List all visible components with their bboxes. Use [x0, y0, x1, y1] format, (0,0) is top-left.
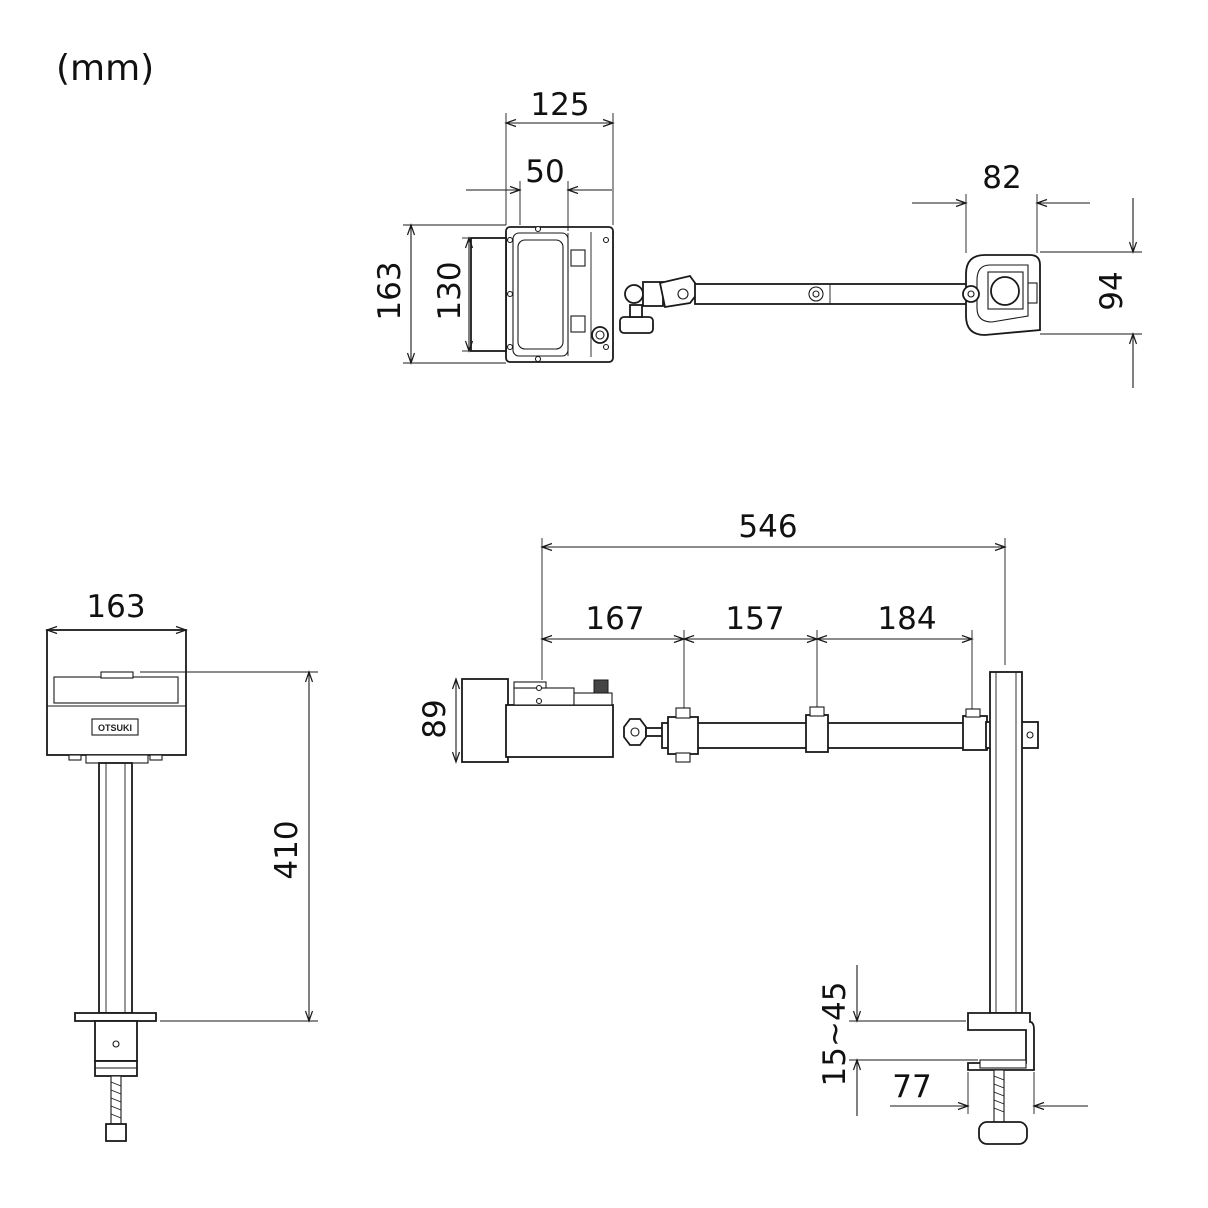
- screw-icon: [506, 343, 514, 351]
- top-view: 125 50 163 130 82 94: [372, 87, 1142, 388]
- pole-section-icon: [990, 276, 1020, 306]
- dim-163-front: 163: [86, 589, 145, 625]
- dim-50: 50: [525, 154, 564, 190]
- shade-top: [470, 237, 507, 352]
- joint-1: [667, 716, 699, 755]
- pole-front: [98, 762, 133, 1014]
- screw-icon: [506, 236, 514, 244]
- dim-130: 130: [432, 261, 468, 320]
- dim-82: 82: [982, 160, 1021, 196]
- head-housing-side: [505, 704, 614, 758]
- screw-icon: [602, 236, 610, 244]
- hinge-icon: [570, 315, 586, 333]
- arm-top: [694, 283, 970, 305]
- joint-3: [962, 715, 988, 751]
- dim-77: 77: [892, 1069, 931, 1105]
- dim-15-45: 15~45: [817, 982, 853, 1087]
- brand-logo: OTSUKI: [98, 723, 132, 733]
- shade-side: [461, 678, 509, 763]
- screw-icon: [534, 225, 542, 233]
- pole-side: [989, 671, 1023, 1014]
- dim-167: 167: [585, 601, 644, 637]
- hinge-icon: [570, 249, 586, 267]
- dim-184: 184: [877, 601, 936, 637]
- screw-knob-side: [978, 1121, 1028, 1145]
- screw-icon: [534, 355, 542, 363]
- dim-157: 157: [725, 601, 784, 637]
- screw-icon: [602, 343, 610, 351]
- front-view: OTSUKI 163 410: [45, 589, 318, 1142]
- tilt-knob-icon: [619, 316, 654, 334]
- side-view: 546 167 157 184 89 15~45 77: [417, 509, 1088, 1145]
- switch-icon: [593, 679, 609, 694]
- clamp-plate: [74, 1012, 157, 1022]
- screw-icon: [506, 290, 514, 298]
- dim-163-top: 163: [372, 261, 408, 320]
- joint-2: [805, 714, 829, 753]
- dim-94: 94: [1094, 271, 1130, 310]
- lens-window: [517, 239, 564, 350]
- dim-125: 125: [530, 87, 589, 123]
- screw-handle: [105, 1123, 127, 1142]
- unit-label: (mm): [56, 48, 154, 89]
- logo-plate: [91, 718, 139, 736]
- dim-89: 89: [417, 699, 453, 738]
- shade-front: [53, 676, 179, 704]
- dim-546: 546: [738, 509, 797, 545]
- dim-410: 410: [269, 820, 305, 879]
